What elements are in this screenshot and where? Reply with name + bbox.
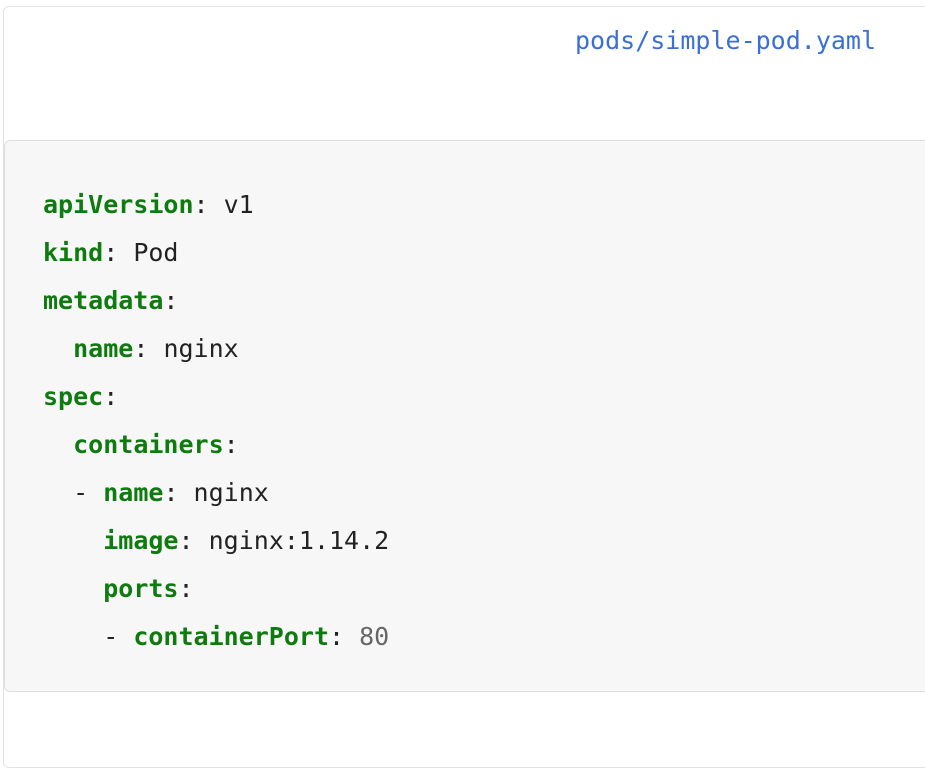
yaml-key: name — [103, 478, 164, 507]
yaml-key: apiVersion — [43, 190, 194, 219]
code-block[interactable]: apiVersion: v1 kind: Pod metadata: name: n… — [4, 140, 925, 692]
code-line: kind: Pod — [43, 238, 179, 267]
yaml-key: ports — [103, 574, 179, 603]
yaml-value: nginx:1.14.2 — [208, 526, 390, 555]
yaml-value: v1 — [223, 190, 254, 219]
code-line: image: nginx:1.14.2 — [103, 526, 390, 555]
code-line: ports: — [103, 574, 194, 603]
code-line: - containerPort: 80 — [103, 622, 390, 651]
yaml-code[interactable]: apiVersion: v1 kind: Pod metadata: name: n… — [43, 181, 389, 661]
code-line: metadata: — [43, 286, 179, 315]
code-line: containers: — [73, 430, 239, 459]
yaml-value: nginx — [163, 334, 239, 363]
yaml-key: spec — [43, 382, 104, 411]
code-line: spec: — [43, 382, 119, 411]
yaml-key: image — [103, 526, 179, 555]
code-line: - name: nginx — [73, 478, 269, 507]
yaml-key: containers — [73, 430, 224, 459]
code-line: apiVersion: v1 — [43, 190, 254, 219]
yaml-number-value: 80 — [359, 622, 390, 651]
code-line: name: nginx — [73, 334, 239, 363]
yaml-value: Pod — [133, 238, 179, 267]
yaml-value: nginx — [193, 478, 269, 507]
file-link[interactable]: pods/simple-pod.yaml — [575, 26, 877, 55]
yaml-key: kind — [43, 238, 104, 267]
yaml-key: metadata — [43, 286, 164, 315]
yaml-key: containerPort — [133, 622, 329, 651]
yaml-key: name — [73, 334, 134, 363]
